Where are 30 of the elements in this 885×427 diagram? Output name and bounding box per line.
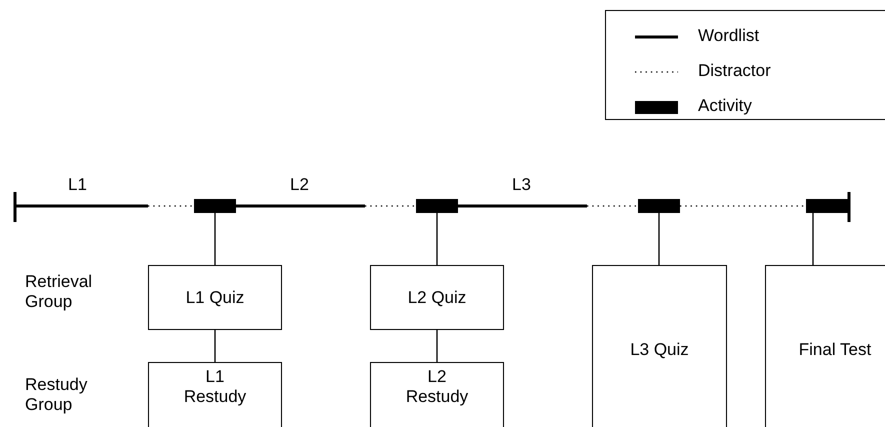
activity-bar	[806, 199, 850, 213]
connector-line	[214, 213, 216, 265]
connector-line	[812, 213, 814, 265]
box-label: Final Test	[798, 340, 872, 360]
box-label: L2 Restudy	[404, 367, 470, 407]
process-box	[370, 265, 504, 330]
process-box	[148, 265, 282, 330]
list-label: L2	[290, 175, 309, 195]
connector-line	[436, 330, 438, 362]
activity-bar	[416, 199, 458, 213]
box-label: L2 Quiz	[408, 288, 466, 308]
group-label: Retrieval Group	[25, 272, 94, 312]
group-label: Restudy Group	[25, 375, 88, 415]
legend-label: Activity	[698, 96, 752, 116]
box-label: L1 Quiz	[186, 288, 244, 308]
legend-label: Distractor	[698, 61, 771, 81]
connector-line	[436, 213, 438, 265]
connector-line	[658, 213, 660, 265]
list-label: L3	[512, 175, 531, 195]
legend-label: Wordlist	[698, 26, 760, 46]
process-box	[148, 362, 282, 427]
activity-bar	[638, 199, 680, 213]
connector-line	[214, 330, 216, 362]
process-box	[592, 265, 727, 427]
box-label: L1 Restudy	[182, 367, 248, 407]
box-label: L3 Quiz	[630, 340, 689, 360]
process-box	[765, 265, 885, 427]
activity-bar	[194, 199, 236, 213]
list-label: L1	[68, 175, 87, 195]
process-box	[370, 362, 504, 427]
